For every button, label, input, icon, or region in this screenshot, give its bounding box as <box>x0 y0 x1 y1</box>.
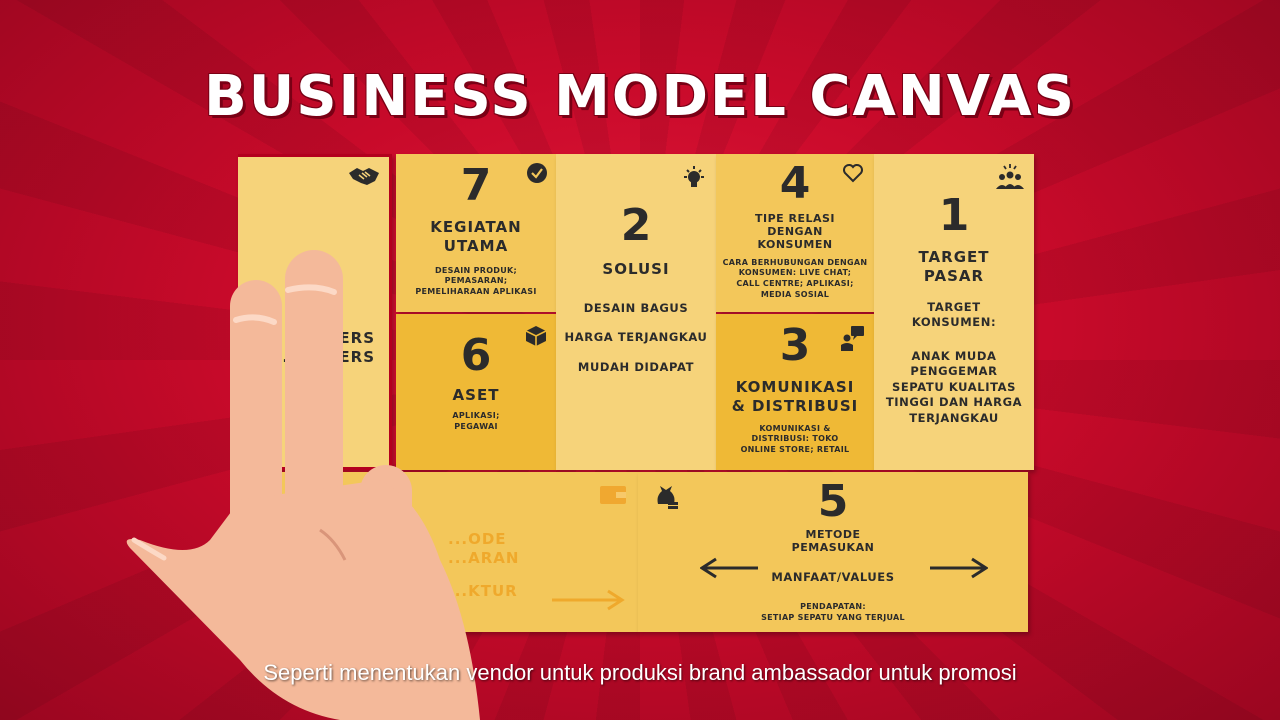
chat-person-icon <box>841 326 864 351</box>
segments-detail-7: TERJANGKAU <box>909 410 999 425</box>
right-arrow-icon <box>930 557 988 579</box>
box-icon <box>525 326 547 346</box>
segments-detail-4: PENGGEMAR <box>910 364 998 379</box>
segments-detail-1: TARGET <box>927 299 981 314</box>
revenue-detail-2: SETIAP SEPATU YANG TERJUAL <box>761 612 905 622</box>
wallet-icon <box>600 486 626 504</box>
segments-detail-5: SEPATU KUALITAS <box>891 379 1017 394</box>
segments-detail-2: KONSUMEN: <box>911 315 997 330</box>
handshake-icon <box>349 168 379 185</box>
resources-number: 6 <box>460 330 492 381</box>
relationships-number: 4 <box>779 158 811 209</box>
cell-revenue-streams: 5 METODE PEMASUKAN MANFAAT/VALUES PENDAP… <box>638 472 1028 632</box>
resources-detail-1: APLIKASI; <box>452 410 500 420</box>
channels-heading-1: KOMUNIKASI <box>735 378 855 396</box>
activities-detail-3: PEMELIHARAAN APLIKASI <box>415 287 537 297</box>
activities-heading-2: UTAMA <box>443 236 509 255</box>
activities-heading-1: KEGIATAN <box>430 218 522 236</box>
channels-detail-2: DISTRIBUSI: TOKO <box>751 434 839 444</box>
channels-number: 3 <box>779 320 811 371</box>
channels-heading-2: & DISTRIBUSI <box>731 396 859 415</box>
segments-heading-2: PASAR <box>923 266 985 285</box>
segments-detail-3: ANAK MUDA <box>911 348 997 363</box>
value-item-3: MUDAH DIDAPAT <box>577 359 695 374</box>
cost-detail: ...KTUR <box>448 581 518 600</box>
segments-detail-6: TINGGI DAN HARGA <box>885 395 1023 410</box>
page-title: BUSINESS MODEL CANVAS <box>204 64 1076 129</box>
group-icon <box>996 164 1024 189</box>
value-number: 2 <box>620 200 652 251</box>
resources-detail-2: PEGAWAI <box>454 421 498 431</box>
relationships-detail-1: CARA BERHUBUNGAN DENGAN <box>722 257 868 267</box>
cell-customer-segments: 1 TARGET PASAR TARGET KONSUMEN: ANAK MUD… <box>874 154 1034 470</box>
channels-detail-1: KOMUNIKASI & <box>759 423 831 433</box>
left-arrow-icon <box>700 557 758 579</box>
value-item-2: HARGA TERJANGKAU <box>564 330 708 345</box>
value-heading: SOLUSI <box>602 260 670 278</box>
relationships-heading-1: TIPE RELASI <box>754 212 836 225</box>
caption-subtitle: Seperti menentukan vendor untuk produksi… <box>263 660 1017 685</box>
cell-customer-relationships: 4 TIPE RELASI DENGAN KONSUMEN CARA BERHU… <box>716 154 874 312</box>
right-arrow-icon <box>552 589 625 611</box>
relationships-detail-4: MEDIA SOSIAL <box>760 289 830 299</box>
revenue-detail-1: PENDAPATAN: <box>800 601 866 611</box>
segments-heading-1: TARGET <box>918 248 990 266</box>
pointing-hand-illustration <box>126 250 481 720</box>
activities-detail-1: DESAIN PRODUK; <box>434 265 518 275</box>
money-bag-icon <box>657 486 678 509</box>
value-item-1: DESAIN BAGUS <box>583 300 689 315</box>
cost-heading-2: ...ARAN <box>448 548 520 567</box>
revenue-number: 5 <box>817 476 849 527</box>
segments-number: 1 <box>938 190 970 241</box>
relationships-detail-2: KONSUMEN: LIVE CHAT; <box>738 268 852 278</box>
heart-icon <box>843 164 863 183</box>
check-circle-icon <box>527 163 547 183</box>
cell-channels: 3 KOMUNIKASI & DISTRIBUSI KOMUNIKASI & D… <box>716 314 874 470</box>
revenue-heading-2: PEMASUKAN <box>791 541 875 555</box>
channels-detail-3: ONLINE STORE; RETAIL <box>740 445 850 455</box>
cell-value-proposition: 2 SOLUSI DESAIN BAGUS HARGA TERJANGKAU M… <box>556 154 716 470</box>
relationships-detail-3: CALL CENTRE; APLIKASI; <box>736 279 854 289</box>
relationships-heading-3: KONSUMEN <box>757 238 833 252</box>
resources-heading: ASET <box>452 386 500 404</box>
revenue-heading-1: METODE <box>805 528 861 541</box>
cost-heading-1: ...ODE <box>448 530 507 548</box>
activities-detail-2: PEMASARAN; <box>444 276 508 286</box>
lightbulb-icon <box>684 166 704 187</box>
relationships-heading-2: DENGAN <box>767 225 823 239</box>
cell-key-resources: 6 ASET APLIKASI; PEGAWAI <box>396 314 556 470</box>
cell-key-activities: 7 KEGIATAN UTAMA DESAIN PRODUK; PEMASARA… <box>396 154 556 312</box>
activities-number: 7 <box>460 160 492 211</box>
revenue-center-label: MANFAAT/VALUES <box>771 570 895 585</box>
